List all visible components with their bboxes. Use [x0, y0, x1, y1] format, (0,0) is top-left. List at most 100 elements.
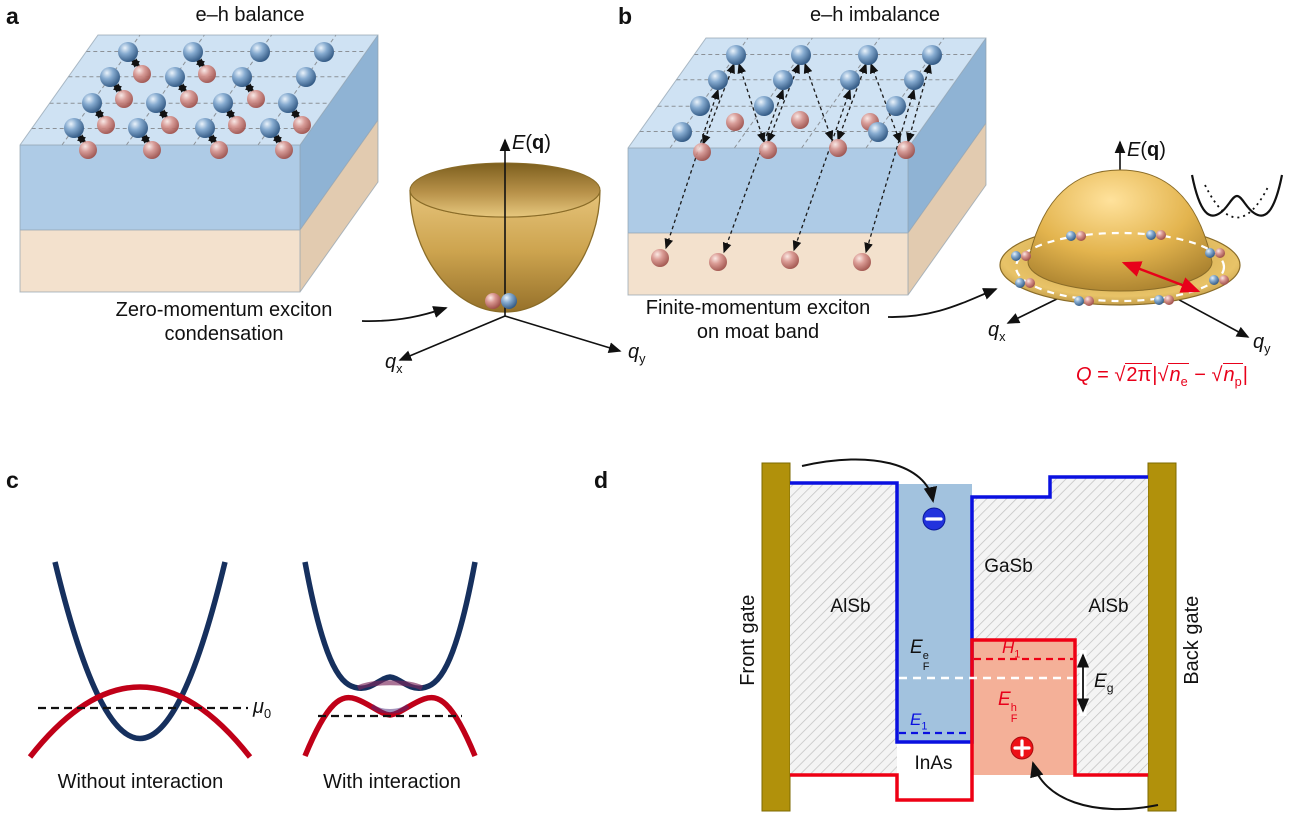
caption-arrow: [887, 288, 998, 318]
caption-line: on moat band: [696, 321, 820, 344]
electron-sphere: [183, 42, 203, 62]
radical-sign: √: [1157, 364, 1169, 386]
inas-label: InAs: [914, 753, 953, 774]
electron-sphere: [64, 118, 84, 138]
hole-spheres: [79, 65, 311, 159]
radical-sign: √: [1114, 364, 1126, 386]
condensate-pairs-on-ring: [1011, 230, 1229, 306]
finite-momentum-Q-arrow: [1121, 261, 1201, 293]
valence-band-with-interaction: [302, 694, 478, 758]
moat-minimum-ring: [1014, 231, 1226, 303]
pairing-arrows-imbalanced: [664, 62, 932, 254]
electron-sphere: [250, 42, 270, 62]
conduction-band-profile: [790, 475, 1148, 744]
hybridization-tint-lower: [370, 704, 410, 714]
panel-b-moatband: [887, 140, 1284, 338]
hole-sphere: [143, 141, 161, 159]
hole-sphere: [161, 116, 179, 134]
equation-term: 2π: [1125, 363, 1153, 386]
panel-a-bilayer: [19, 34, 379, 293]
panel-b-label: b: [618, 3, 633, 29]
panel-b-caption: Finite-momentum exciton on moat band: [628, 296, 888, 345]
moat-band-dome: [1027, 169, 1213, 292]
panel-a-title: e–h balance: [195, 4, 305, 26]
hole-sphere: [791, 111, 809, 129]
parabola-reference-dotted: [1204, 184, 1270, 219]
electron-symbol: [922, 507, 946, 531]
electron-sphere: [1205, 248, 1215, 258]
electron-sphere: [922, 45, 942, 65]
equation-term: |: [1152, 364, 1158, 386]
electron-sphere: [82, 93, 102, 113]
hole-sphere: [485, 293, 501, 309]
electron-sphere: [232, 67, 252, 87]
chemical-potential-label: μ0: [253, 696, 272, 721]
hybridization-tint-upper: [356, 680, 424, 691]
equation-term: |: [1242, 364, 1248, 386]
equation-term: ne: [1168, 363, 1189, 389]
panel-a-dispersion: [361, 138, 622, 361]
hole-sphere: [1164, 295, 1174, 305]
electron-sphere: [1154, 295, 1164, 305]
panel-a-qy-label: qy: [628, 341, 646, 366]
caption-line: condensation: [164, 323, 284, 346]
hole-spheres: [651, 111, 915, 271]
electron-sphere: [1066, 231, 1076, 241]
front-gate-to-electron-arrow: [801, 458, 938, 503]
front-gate-label: Front gate: [736, 594, 759, 686]
moat-profile-curve: [1190, 174, 1284, 217]
caption-arrow: [361, 306, 448, 322]
electron-sphere: [840, 70, 860, 90]
radical-sign: √: [1211, 364, 1223, 386]
momentum-axes: [398, 138, 622, 361]
electron-sphere: [165, 67, 185, 87]
electron-sphere: [213, 93, 233, 113]
electron-sphere: [100, 67, 120, 87]
hole-sphere: [198, 65, 216, 83]
hole-sphere: [275, 141, 293, 159]
electron-sphere: [1015, 278, 1025, 288]
panel-a-label: a: [6, 3, 19, 29]
hole-sphere: [709, 253, 727, 271]
electron-sphere: [868, 122, 888, 142]
panel-b-qx-label: qx: [988, 319, 1006, 344]
panel-d-label: d: [594, 467, 609, 493]
panel-c-band-diagrams: [27, 561, 478, 759]
electron-sphere: [754, 96, 774, 116]
hole-sphere: [1215, 248, 1225, 258]
h1-subband-label: H1: [1002, 638, 1021, 661]
electron-sphere: [690, 96, 710, 116]
hole-sphere: [651, 249, 669, 267]
hole-sphere: [180, 90, 198, 108]
electron-sphere: [195, 118, 215, 138]
hole-sphere: [293, 116, 311, 134]
qy-axis-line: [504, 315, 622, 353]
electron-sphere: [296, 67, 316, 87]
hole-sphere: [210, 141, 228, 159]
back-gate-bar: [1147, 462, 1177, 812]
caption-line: Finite-momentum exciton: [645, 297, 871, 319]
equation-term: np: [1222, 363, 1243, 389]
with-interaction-caption: With interaction: [323, 771, 461, 793]
hole-sphere: [853, 253, 871, 271]
hole-sphere: [1021, 251, 1031, 261]
hole-sphere: [97, 116, 115, 134]
electron-sphere: [904, 70, 924, 90]
finite-momentum-equation: Q = √2π|√ne − √np|: [1028, 363, 1296, 390]
hole-sphere: [693, 143, 711, 161]
electron-sphere: [1146, 230, 1156, 240]
electron-sphere: [672, 122, 692, 142]
conduction-band-no-interaction: [52, 561, 228, 742]
alsb-left-label: AlSb: [830, 596, 871, 617]
pairing-arrows-balanced: [76, 58, 301, 144]
back-gate-label: Back gate: [1180, 595, 1203, 685]
electron-sphere: [501, 293, 517, 309]
hole-sphere: [1076, 231, 1086, 241]
hole-sphere: [247, 90, 265, 108]
panel-c-label: c: [6, 467, 19, 493]
back-gate-to-hole-arrow: [1030, 761, 1159, 811]
caption-line: Zero-momentum exciton: [115, 299, 333, 321]
